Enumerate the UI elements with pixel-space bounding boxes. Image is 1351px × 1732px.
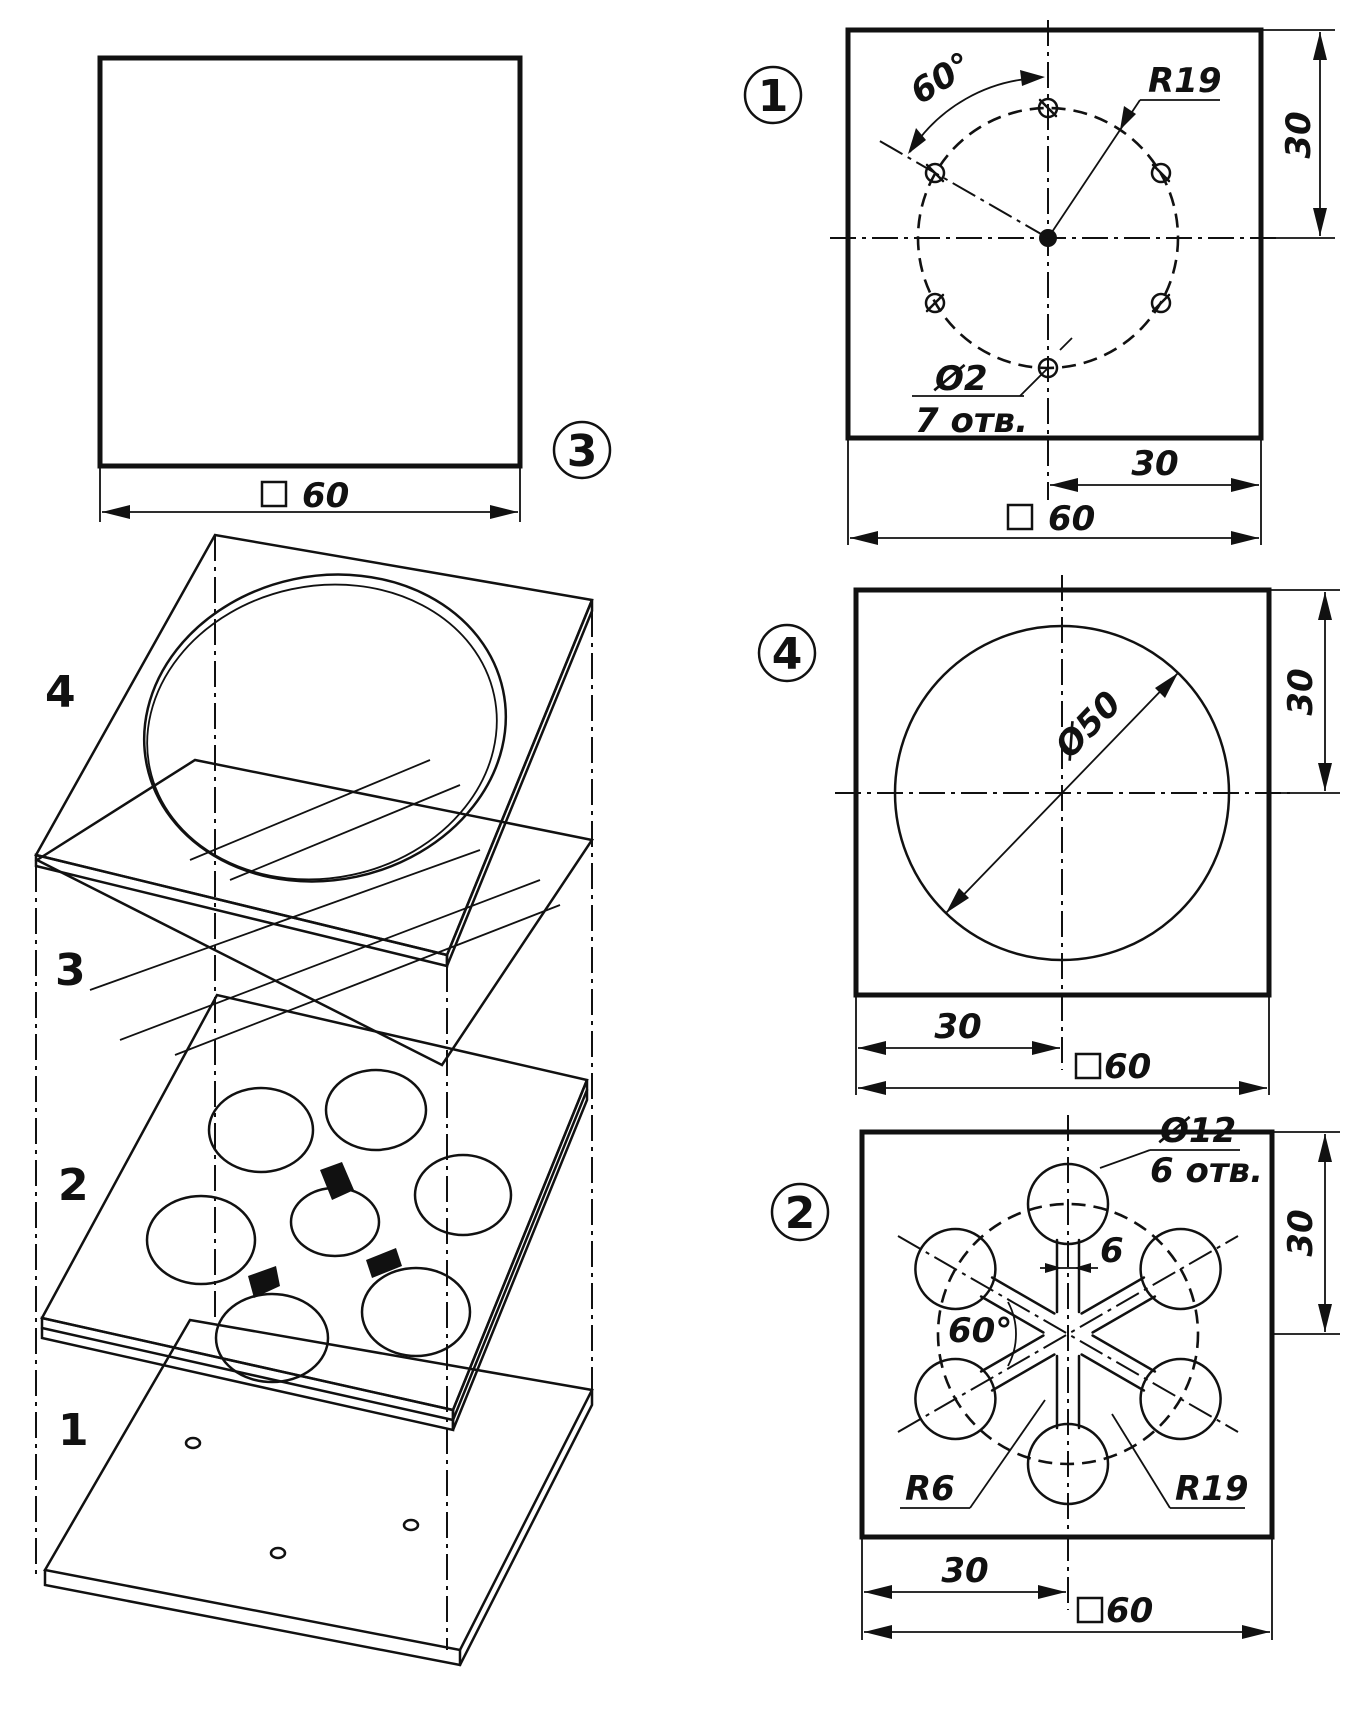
square-symbol <box>1006 503 1034 531</box>
petal-hole <box>914 1357 997 1441</box>
part1-badge-circle <box>743 65 803 125</box>
view-part-3: 60 3 <box>97 55 612 522</box>
part3-badge-circle <box>552 420 612 480</box>
assembly-layer-1 <box>43 1318 594 1667</box>
petal-slot <box>1091 1334 1157 1373</box>
diameter-line <box>945 672 1179 914</box>
petal-hole <box>1026 1162 1110 1246</box>
large-opening <box>893 624 1231 962</box>
assembly-label-3: 3 <box>55 945 86 996</box>
r6-leader <box>969 1399 1046 1509</box>
view-part-1: 1 60° R19 Ø2 7 отв. <box>743 20 1335 545</box>
part4-badge-circle <box>757 623 817 683</box>
hole-icon <box>184 1436 202 1450</box>
petal-slot <box>1080 1276 1146 1315</box>
part1-bottom-dim: 30 <box>1131 444 1178 484</box>
part1-right-dim: 30 <box>1279 111 1319 158</box>
petal-slot <box>990 1276 1056 1315</box>
petal-hole <box>914 1227 997 1311</box>
part1-hole-count: 7 отв. <box>915 401 1028 441</box>
hole-icon <box>924 292 946 314</box>
part1-angle-label: 60° <box>904 45 980 113</box>
hole-icon <box>1037 357 1059 379</box>
part3-outline <box>97 55 523 469</box>
hole-icon <box>1150 292 1172 314</box>
part1-outline <box>845 27 1264 441</box>
petal-slot <box>990 1353 1056 1392</box>
part1-radius-label: R19 <box>1148 61 1222 101</box>
part4-right-dim: 30 <box>1281 668 1321 715</box>
part2-r-large: R19 <box>1175 1469 1249 1509</box>
r19-leader <box>1111 1413 1171 1509</box>
part1-badge: 1 <box>758 71 789 122</box>
assembly-label-2: 2 <box>58 1160 89 1211</box>
part2-r-small: R6 <box>905 1469 955 1509</box>
part2-width-label: 60 <box>1106 1591 1153 1631</box>
petal-cutout <box>914 1162 1222 1506</box>
square-symbol <box>260 480 288 508</box>
petal-hole <box>1026 1422 1110 1506</box>
part2-slot-width: 6 <box>1100 1231 1124 1271</box>
hole-icon <box>402 1518 420 1532</box>
part2-bottom-dim: 30 <box>941 1551 988 1591</box>
square-symbol <box>1076 1596 1104 1624</box>
mounting-holes <box>924 97 1172 379</box>
part3-badge: 3 <box>567 426 598 477</box>
part2-hole-dia: Ø12 <box>1158 1111 1236 1151</box>
view-part-2: 2 Ø12 6 отв. 6 60° R6 R19 30 <box>770 1111 1340 1640</box>
exploded-assembly: 4 3 2 1 <box>34 533 595 1667</box>
part4-badge: 4 <box>772 629 803 680</box>
part4-width-label: 60 <box>1104 1047 1151 1087</box>
assembly-layer-2 <box>40 993 589 1432</box>
petal-slot <box>1080 1353 1146 1392</box>
part2-right-dim: 30 <box>1281 1209 1321 1256</box>
hole-icon <box>924 162 946 184</box>
part2-angle-label: 60° <box>948 1311 1012 1351</box>
part4-bottom-dim: 30 <box>934 1007 981 1047</box>
part4-diameter-label: Ø50 <box>1046 684 1129 768</box>
view-part-4: 4 Ø50 30 30 60 <box>757 575 1340 1095</box>
petal-hole <box>1139 1357 1222 1441</box>
assembly-label-4: 4 <box>45 667 76 718</box>
petal-hole <box>1139 1227 1222 1311</box>
assembly-label-1: 1 <box>58 1405 89 1456</box>
hole-icon <box>1150 162 1172 184</box>
hole-icon <box>1037 97 1059 119</box>
part2-hole-count: 6 отв. <box>1150 1151 1263 1191</box>
part1-hole-dia: Ø2 <box>933 359 988 399</box>
assembly-layer-4 <box>34 533 594 968</box>
part1-width-label: 60 <box>1048 499 1095 539</box>
part2-badge: 2 <box>785 1188 816 1239</box>
part2-badge-circle <box>770 1182 830 1242</box>
petal-slot <box>1091 1295 1157 1334</box>
part3-width-label: 60 <box>302 476 349 516</box>
hole-icon <box>269 1546 287 1560</box>
petal-pitch-circle <box>936 1202 1200 1466</box>
square-symbol <box>1074 1052 1102 1080</box>
